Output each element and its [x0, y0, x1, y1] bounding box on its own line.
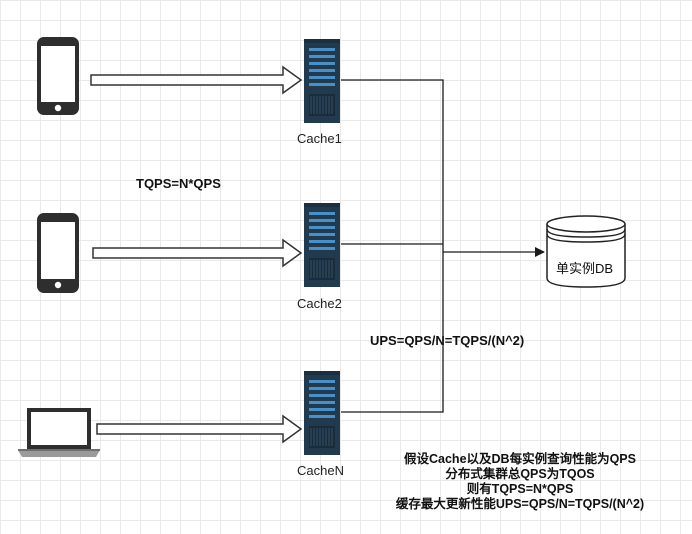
- server-icon: [304, 203, 340, 287]
- note-line: 则有TQPS=N*QPS: [466, 482, 574, 496]
- ups-formula: UPS=QPS/N=TQPS/(N^2): [370, 333, 525, 348]
- request-arrow: [92, 238, 303, 268]
- cache-label: Cache1: [297, 131, 342, 146]
- tqps-formula: TQPS=N*QPS: [136, 176, 221, 191]
- database-icon: [546, 215, 626, 288]
- cache-label: Cache2: [297, 296, 342, 311]
- smartphone-icon: [37, 213, 79, 293]
- connector-lines: [341, 79, 545, 413]
- request-arrow: [90, 65, 303, 95]
- note-line: 缓存最大更新性能UPS=QPS/N=TQPS/(N^2): [395, 497, 645, 511]
- assumption-notes: 假设Cache以及DB每实例查询性能为QPS 分布式集群总QPS为TQOS 则有…: [370, 452, 670, 512]
- database-label: 单实例DB: [556, 261, 614, 276]
- cache-label: CacheN: [297, 463, 344, 478]
- request-arrow: [96, 414, 303, 444]
- note-line: 假设Cache以及DB每实例查询性能为QPS: [404, 452, 636, 466]
- server-icon: [304, 39, 340, 123]
- smartphone-icon: [37, 37, 79, 115]
- laptop-icon: [18, 408, 100, 457]
- server-icon: [304, 371, 340, 455]
- note-line: 分布式集群总QPS为TQOS: [445, 467, 595, 481]
